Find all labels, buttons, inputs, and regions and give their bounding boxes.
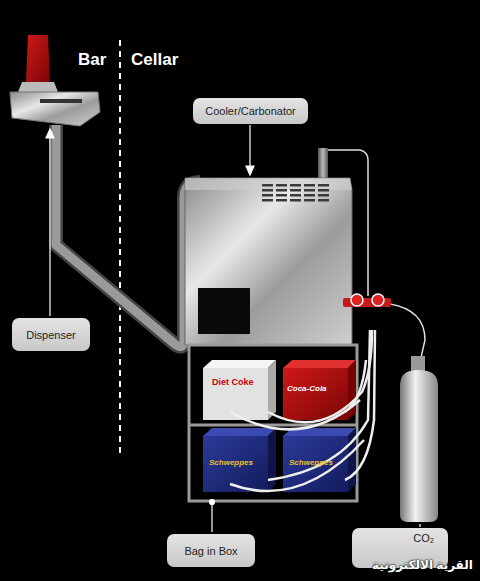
callout-text: Cooler/Carbonator xyxy=(205,105,296,117)
area-label: Cellar xyxy=(131,50,178,70)
callout-box: Dispenser xyxy=(12,318,90,351)
brand-logo: Schweppes xyxy=(209,458,253,467)
watermark: القرية الالكترونية xyxy=(372,558,473,572)
callout-text: CO₂ xyxy=(413,532,434,544)
callout-box: Cooler/Carbonator xyxy=(193,98,308,124)
area-label: Bar xyxy=(78,50,106,70)
callout-text: Dispenser xyxy=(26,329,76,341)
callout-box: Bag in Box xyxy=(167,534,255,567)
brand-logo: Schweppes xyxy=(289,458,333,467)
brand-logo: Coca-Cola xyxy=(287,384,327,393)
callout-text: Bag in Box xyxy=(184,545,237,557)
brand-logo: Diet Coke xyxy=(212,378,264,387)
